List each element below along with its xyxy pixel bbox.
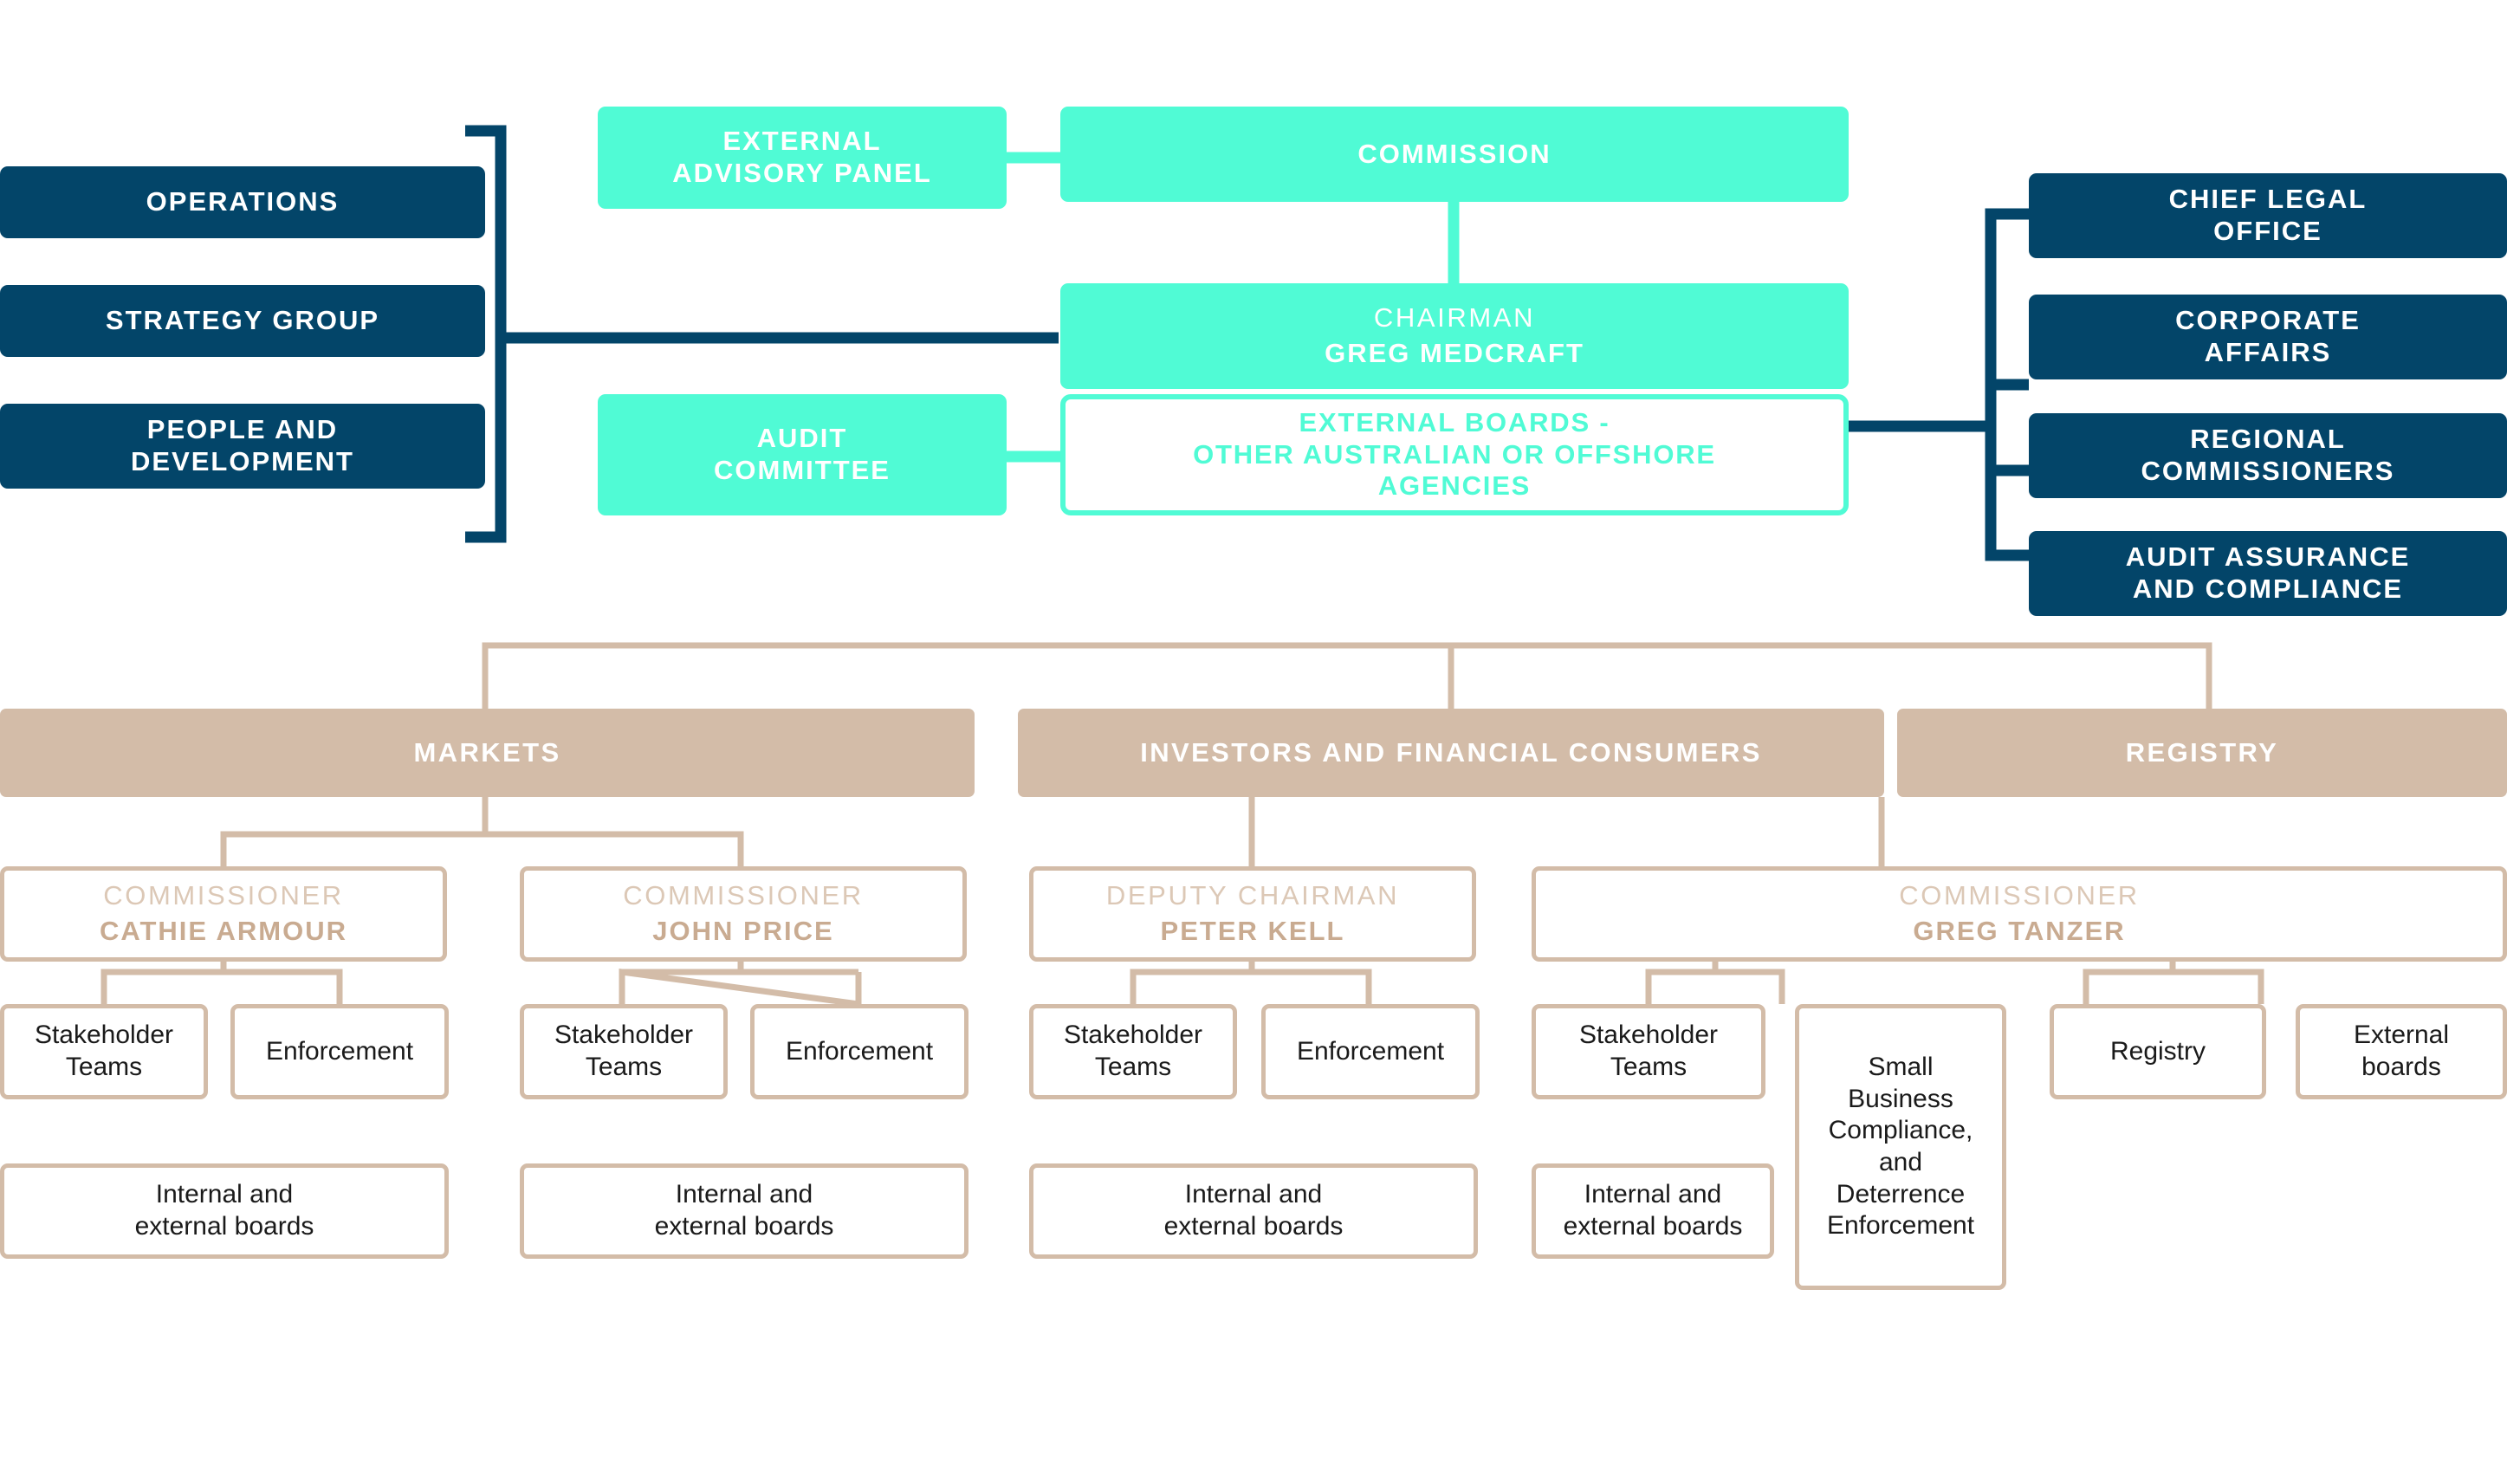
leaf-internal-external-boards-tanzer[interactable]: Internal and external boards <box>1532 1163 1774 1259</box>
leaf-stakeholder-teams-tanzer[interactable]: Stakeholder Teams <box>1532 1004 1765 1099</box>
exec-label-regional-commissioners: REGIONAL COMMISSIONERS <box>2141 424 2395 486</box>
leaf-stakeholder-teams-kell[interactable]: Stakeholder Teams <box>1029 1004 1237 1099</box>
leaf-stakeholder-teams-armour[interactable]: Stakeholder Teams <box>0 1004 208 1099</box>
leaf-label-enforcement: Enforcement <box>1296 1036 1445 1066</box>
person-name-greg-tanzer: GREG TANZER <box>1913 916 2126 946</box>
leaf-enforcement-kell[interactable]: Enforcement <box>1261 1004 1480 1099</box>
person-box-greg-tanzer[interactable]: COMMISSIONER GREG TANZER <box>1532 866 2507 962</box>
person-name-cathie-armour: CATHIE ARMOUR <box>99 916 348 946</box>
leaf-label-internal-external-boards: Internal and external boards <box>654 1180 834 1241</box>
person-box-peter-kell[interactable]: DEPUTY CHAIRMAN PETER KELL <box>1029 866 1476 962</box>
leaf-label-stakeholder-teams: Stakeholder Teams <box>1578 1021 1719 1081</box>
leaf-label-stakeholder-teams: Stakeholder Teams <box>34 1021 174 1081</box>
leaf-enforcement-armour[interactable]: Enforcement <box>230 1004 449 1099</box>
leaf-label-internal-external-boards: Internal and external boards <box>1163 1180 1344 1241</box>
person-box-john-price[interactable]: COMMISSIONER JOHN PRICE <box>520 866 967 962</box>
exec-label-people-and-development: PEOPLE AND DEVELOPMENT <box>131 414 354 476</box>
leaf-label-enforcement: Enforcement <box>785 1036 934 1066</box>
person-role-cathie-armour: COMMISSIONER <box>103 880 344 911</box>
leaf-label-external-boards: External boards <box>2353 1021 2450 1081</box>
leaf-label-enforcement: Enforcement <box>265 1036 414 1066</box>
division-label-registry: REGISTRY <box>2125 736 2279 768</box>
leaf-label-stakeholder-teams: Stakeholder Teams <box>1063 1021 1203 1081</box>
division-header-registry[interactable]: REGISTRY <box>1897 709 2507 797</box>
box-audit-committee[interactable]: AUDIT COMMITTEE <box>598 394 1007 515</box>
box-external-boards[interactable]: EXTERNAL BOARDS - OTHER AUSTRALIAN OR OF… <box>1060 394 1849 515</box>
division-label-investors-and-financial-consumers: INVESTORS AND FINANCIAL CONSUMERS <box>1140 736 1762 768</box>
exec-box-people-and-development[interactable]: PEOPLE AND DEVELOPMENT <box>0 404 485 489</box>
person-box-cathie-armour[interactable]: COMMISSIONER CATHIE ARMOUR <box>0 866 447 962</box>
box-external-advisory-panel[interactable]: EXTERNAL ADVISORY PANEL <box>598 107 1007 209</box>
person-name-john-price: JOHN PRICE <box>652 916 834 946</box>
leaf-internal-external-boards-armour[interactable]: Internal and external boards <box>0 1163 449 1259</box>
exec-box-audit-assurance-and-compliance[interactable]: AUDIT ASSURANCE AND COMPLIANCE <box>2029 531 2507 616</box>
division-label-markets: MARKETS <box>413 736 561 768</box>
division-header-investors-and-financial-consumers[interactable]: INVESTORS AND FINANCIAL CONSUMERS <box>1018 709 1884 797</box>
exec-box-operations[interactable]: OPERATIONS <box>0 166 485 238</box>
leaf-stakeholder-teams-price[interactable]: Stakeholder Teams <box>520 1004 728 1099</box>
person-role-greg-tanzer: COMMISSIONER <box>1899 880 2140 911</box>
leaf-small-business-compliance-deterrence-enforcement[interactable]: Small Business Compliance, and Deterrenc… <box>1795 1004 2006 1290</box>
leaf-registry[interactable]: Registry <box>2050 1004 2266 1099</box>
person-name-peter-kell: PETER KELL <box>1160 916 1345 946</box>
leaf-label-registry: Registry <box>2109 1036 2206 1066</box>
exec-box-corporate-affairs[interactable]: CORPORATE AFFAIRS <box>2029 295 2507 379</box>
label-external-advisory-panel: EXTERNAL ADVISORY PANEL <box>672 126 932 188</box>
box-chairman[interactable]: CHAIRMAN GREG MEDCRAFT <box>1060 283 1849 389</box>
leaf-label-small-business: Small Business Compliance, and Deterrenc… <box>1826 1053 1975 1241</box>
label-external-boards: EXTERNAL BOARDS - OTHER AUSTRALIAN OR OF… <box>1193 407 1716 502</box>
exec-label-chief-legal-office: CHIEF LEGAL OFFICE <box>2168 184 2368 246</box>
division-header-markets[interactable]: MARKETS <box>0 709 975 797</box>
exec-label-audit-assurance-and-compliance: AUDIT ASSURANCE AND COMPLIANCE <box>2125 541 2411 604</box>
exec-label-corporate-affairs: CORPORATE AFFAIRS <box>2175 305 2361 367</box>
person-role-peter-kell: DEPUTY CHAIRMAN <box>1105 880 1400 911</box>
leaf-internal-external-boards-kell[interactable]: Internal and external boards <box>1029 1163 1478 1259</box>
exec-box-chief-legal-office[interactable]: CHIEF LEGAL OFFICE <box>2029 173 2507 258</box>
leaf-external-boards[interactable]: External boards <box>2296 1004 2507 1099</box>
label-audit-committee: AUDIT COMMITTEE <box>714 423 891 485</box>
person-role-john-price: COMMISSIONER <box>623 880 864 911</box>
exec-box-regional-commissioners[interactable]: REGIONAL COMMISSIONERS <box>2029 413 2507 498</box>
leaf-label-internal-external-boards: Internal and external boards <box>134 1180 314 1241</box>
exec-label-operations: OPERATIONS <box>146 186 340 217</box>
chairman-role: CHAIRMAN <box>1373 302 1536 334</box>
leaf-label-stakeholder-teams: Stakeholder Teams <box>554 1021 694 1081</box>
box-commission[interactable]: COMMISSION <box>1060 107 1849 202</box>
label-commission: COMMISSION <box>1357 138 1551 169</box>
chairman-name: GREG MEDCRAFT <box>1325 338 1584 368</box>
exec-label-strategy-group: STRATEGY GROUP <box>105 305 380 336</box>
leaf-enforcement-price[interactable]: Enforcement <box>750 1004 968 1099</box>
leaf-label-internal-external-boards: Internal and external boards <box>1563 1180 1743 1241</box>
leaf-internal-external-boards-price[interactable]: Internal and external boards <box>520 1163 968 1259</box>
exec-box-strategy-group[interactable]: STRATEGY GROUP <box>0 285 485 357</box>
